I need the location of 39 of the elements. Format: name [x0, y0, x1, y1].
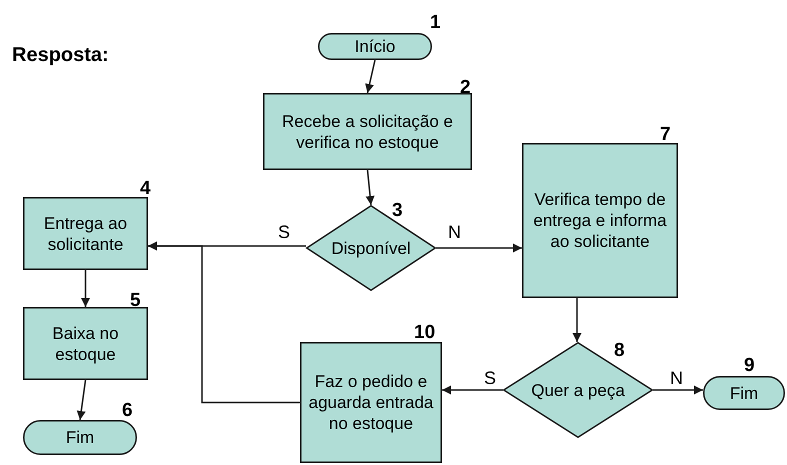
node-text: Baixa no estoque: [51, 322, 120, 364]
arrow: [365, 60, 376, 94]
callout-number: 4: [140, 178, 151, 200]
terminal-shape: [23, 420, 137, 455]
process-box: [23, 197, 148, 270]
node-text: Início: [354, 36, 396, 57]
callout-number: 9: [744, 355, 755, 377]
terminal-shape: [318, 33, 432, 60]
callout-number: 6: [122, 400, 133, 422]
arrow: [148, 242, 300, 404]
callout-number: 8: [614, 340, 625, 362]
decision-diamond: [503, 342, 653, 438]
arrow: [572, 298, 582, 342]
heading: Resposta:: [12, 44, 109, 67]
arrow: [81, 270, 90, 307]
arrow: [436, 244, 522, 252]
callout-number: 1: [430, 12, 441, 34]
arrow: [653, 386, 703, 394]
process-box: [522, 143, 678, 298]
arrow: [76, 380, 86, 420]
callout-number: 2: [460, 77, 471, 99]
node-text: Faz o pedido e aguarda entrada no estoque: [308, 371, 434, 434]
arrow: [366, 170, 375, 206]
node-text: Entrega ao solicitante: [42, 212, 128, 254]
callout-number: 7: [660, 124, 671, 146]
arrow: [442, 386, 503, 394]
node-text: Disponível: [330, 238, 412, 258]
node-text: Fim: [64, 427, 96, 448]
node-text: Fim: [728, 382, 760, 404]
node-text: Quer a peça: [530, 380, 626, 400]
callout-number: 5: [130, 290, 141, 312]
process-box: [263, 93, 472, 170]
node-text: Verifica tempo de entrega e informa ao solicitante: [532, 189, 668, 252]
process-box: [23, 307, 148, 380]
callout-number: 10: [414, 322, 436, 344]
node-text: Recebe a solicitação e verifica no estoque: [280, 110, 454, 152]
terminal-shape: [703, 376, 785, 410]
callout-number: 3: [392, 200, 403, 222]
process-box: [300, 342, 442, 463]
